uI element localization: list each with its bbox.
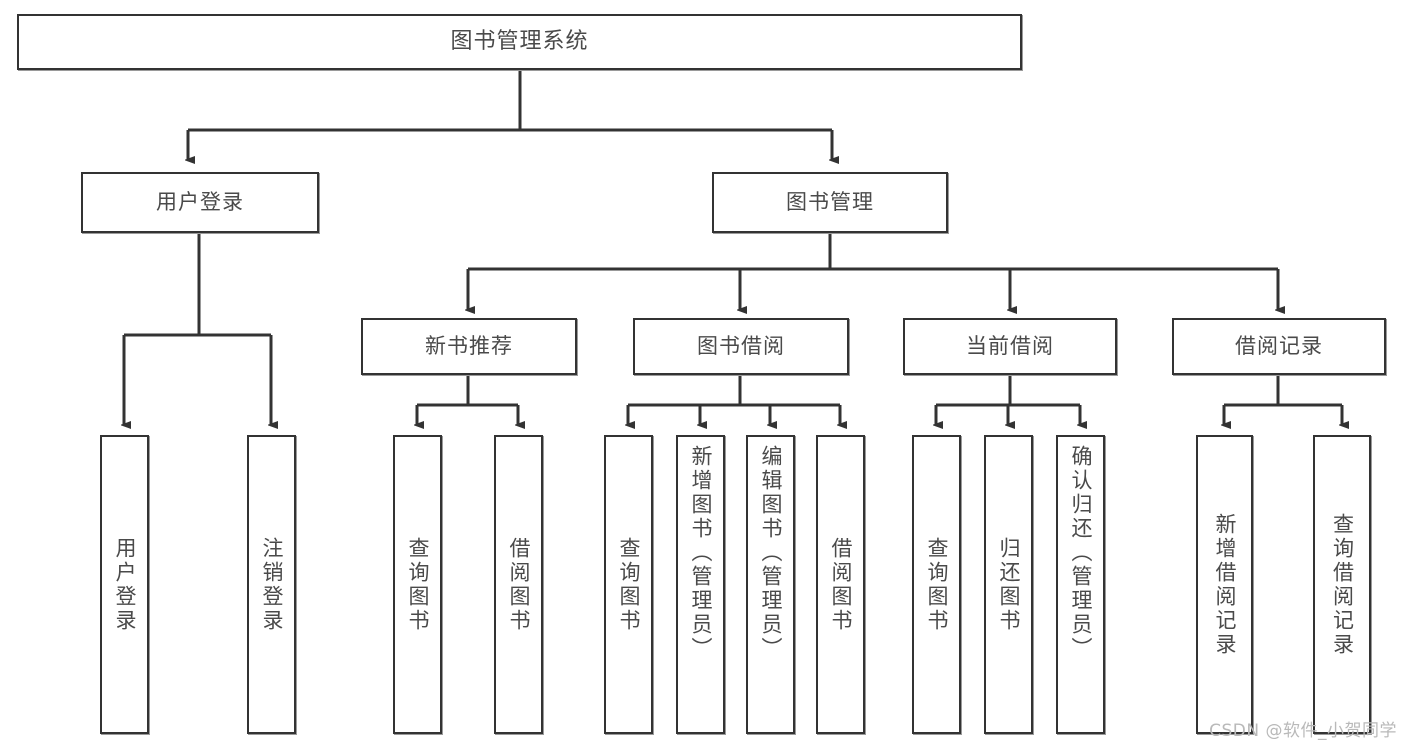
node-user-login[interactable]: 用户登录 xyxy=(81,172,319,233)
leaf-user-login[interactable]: 用户登录 xyxy=(100,435,149,734)
node-label: 查询图书 xyxy=(406,536,430,633)
node-label: 借阅图书 xyxy=(829,536,853,633)
node-label: 新增图书（管理员） xyxy=(689,445,713,661)
node-label: 新书推荐 xyxy=(425,334,513,359)
node-label: 编辑图书（管理员） xyxy=(759,445,783,661)
node-label: 新增借阅记录 xyxy=(1213,512,1237,657)
node-borrow-record[interactable]: 借阅记录 xyxy=(1172,318,1386,375)
node-label: 用户登录 xyxy=(113,536,137,633)
leaf-add-borrow-record[interactable]: 新增借阅记录 xyxy=(1196,435,1253,734)
node-label: 确认归还（管理员） xyxy=(1069,445,1093,661)
node-label: 用户登录 xyxy=(156,190,244,215)
node-label: 归还图书 xyxy=(997,536,1021,633)
node-label: 查询借阅记录 xyxy=(1330,512,1355,657)
node-label: 借阅记录 xyxy=(1235,334,1323,359)
leaf-query-borrow-record[interactable]: 查询借阅记录 xyxy=(1313,435,1371,734)
leaf-query-book-recommendation[interactable]: 查询图书 xyxy=(393,435,442,734)
leaf-query-book-borrow[interactable]: 查询图书 xyxy=(604,435,653,734)
leaf-confirm-return-admin[interactable]: 确认归还（管理员） xyxy=(1056,435,1105,734)
node-label: 查询图书 xyxy=(617,536,641,633)
node-label: 查询图书 xyxy=(925,536,949,633)
node-label: 注销登录 xyxy=(260,536,284,633)
node-label: 借阅图书 xyxy=(507,536,531,633)
node-book-management[interactable]: 图书管理 xyxy=(712,172,948,233)
leaf-edit-book-admin[interactable]: 编辑图书（管理员） xyxy=(746,435,795,734)
leaf-query-book-current[interactable]: 查询图书 xyxy=(912,435,961,734)
node-label: 图书借阅 xyxy=(697,334,785,359)
node-label: 当前借阅 xyxy=(966,334,1054,359)
watermark-text: CSDN @软件_小贺同学 xyxy=(1209,721,1397,741)
leaf-add-book-admin[interactable]: 新增图书（管理员） xyxy=(676,435,725,734)
leaf-logout[interactable]: 注销登录 xyxy=(247,435,296,734)
leaf-borrow-book-recommendation[interactable]: 借阅图书 xyxy=(494,435,543,734)
node-book-borrow[interactable]: 图书借阅 xyxy=(633,318,849,375)
leaf-return-book[interactable]: 归还图书 xyxy=(984,435,1033,734)
node-label: 图书管理 xyxy=(786,190,874,215)
leaf-borrow-book-borrow[interactable]: 借阅图书 xyxy=(816,435,865,734)
node-current-borrow[interactable]: 当前借阅 xyxy=(903,318,1117,375)
node-new-book-recommendation[interactable]: 新书推荐 xyxy=(361,318,577,375)
node-root-system[interactable]: 图书管理系统 xyxy=(17,14,1022,70)
node-label: 图书管理系统 xyxy=(450,29,589,55)
